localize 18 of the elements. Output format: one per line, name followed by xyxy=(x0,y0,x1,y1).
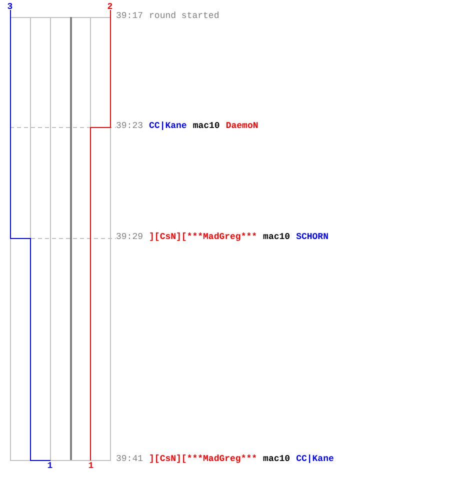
player-name: DaemoN xyxy=(226,121,258,132)
weapon-name: mac10 xyxy=(263,454,290,465)
weapon-name: mac10 xyxy=(263,232,290,243)
timestamp: 39:17 xyxy=(116,11,144,22)
timestamp: 39:23 xyxy=(116,121,144,132)
player-name: ][CsN][***MadGreg*** xyxy=(149,454,258,465)
event-text: round started xyxy=(149,11,220,22)
player-name: CC|Kane xyxy=(149,121,187,132)
player-count: 1 xyxy=(88,461,94,471)
player-name: SCHORN xyxy=(296,232,328,243)
weapon-name: mac10 xyxy=(192,121,220,132)
player-name: ][CsN][***MadGreg*** xyxy=(149,232,258,243)
player-count: 2 xyxy=(107,2,113,12)
timestamp: 39:41 xyxy=(116,454,144,465)
timestamp: 39:29 xyxy=(116,232,144,243)
player-name: CC|Kane xyxy=(296,454,334,465)
player-count: 3 xyxy=(7,2,13,12)
player-count: 1 xyxy=(47,461,53,471)
